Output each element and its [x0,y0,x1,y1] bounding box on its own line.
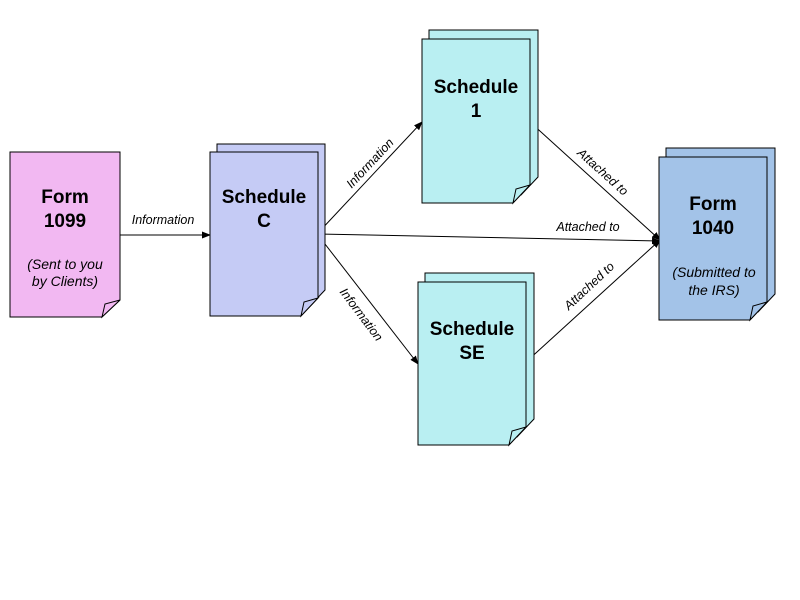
form-1099-document-icon [9,151,121,318]
edge-schedule-c-to-form1040 [317,233,661,245]
schedule-c-title-line1: Schedule [222,187,306,208]
edges [120,121,661,365]
form-1099-note-line2: by Clients) [32,273,98,289]
schedule-c-document-icon [209,151,319,317]
edge-label-form1099-to-schedule-c: Information [132,213,195,227]
form-1099-title-line1: Form [41,187,89,208]
form-1040-title-line2: 1040 [692,218,734,239]
form-1040-title-line1: Form [689,194,737,215]
form-1099-node: Form 1099 (Sent to you by Clients) [9,151,121,319]
schedule-1-page-fold [512,184,532,205]
schedule-se-page-fold [508,426,528,447]
edge-schedule-c-to-schedule-se [317,234,419,365]
form-1099-title-line2: 1099 [44,211,86,232]
schedule-se-node: Schedule SE [417,272,535,447]
edge-label-schedule-c-to-form1040: Attached to [555,220,619,234]
form-1040-note-line2: the IRS) [688,282,739,298]
schedule-1-title-line1: Schedule [434,77,518,98]
schedule-1-node: Schedule 1 [421,29,539,205]
edge-schedule-se-to-form1040 [525,239,661,363]
edge-schedule-c-to-schedule-1 [317,121,423,234]
edge-label-schedule-c-to-schedule-1: Information [344,136,397,191]
schedule-se-title-line1: Schedule [430,319,514,340]
form-1040-note-line1: (Submitted to [672,264,755,280]
form-1099-page-fold [101,299,121,319]
edge-label-schedule-c-to-schedule-se: Information [337,285,386,343]
schedule-se-title-line2: SE [459,343,484,364]
form-1099-note-line1: (Sent to you [27,256,103,272]
schedule-c-node: Schedule C [209,143,326,318]
edge-schedule-1-to-form1040 [529,121,661,241]
edge-labels: Information Information Information Atta… [132,136,631,344]
schedule-c-title-line2: C [257,211,271,232]
schedule-1-title-line2: 1 [471,101,482,122]
edge-label-schedule-1-to-form1040: Attached to [574,145,631,198]
form-1040-page-fold [749,301,769,322]
schedule-c-page-fold [300,297,320,318]
form-1040-node: Form 1040 (Submitted to the IRS) [658,147,776,322]
